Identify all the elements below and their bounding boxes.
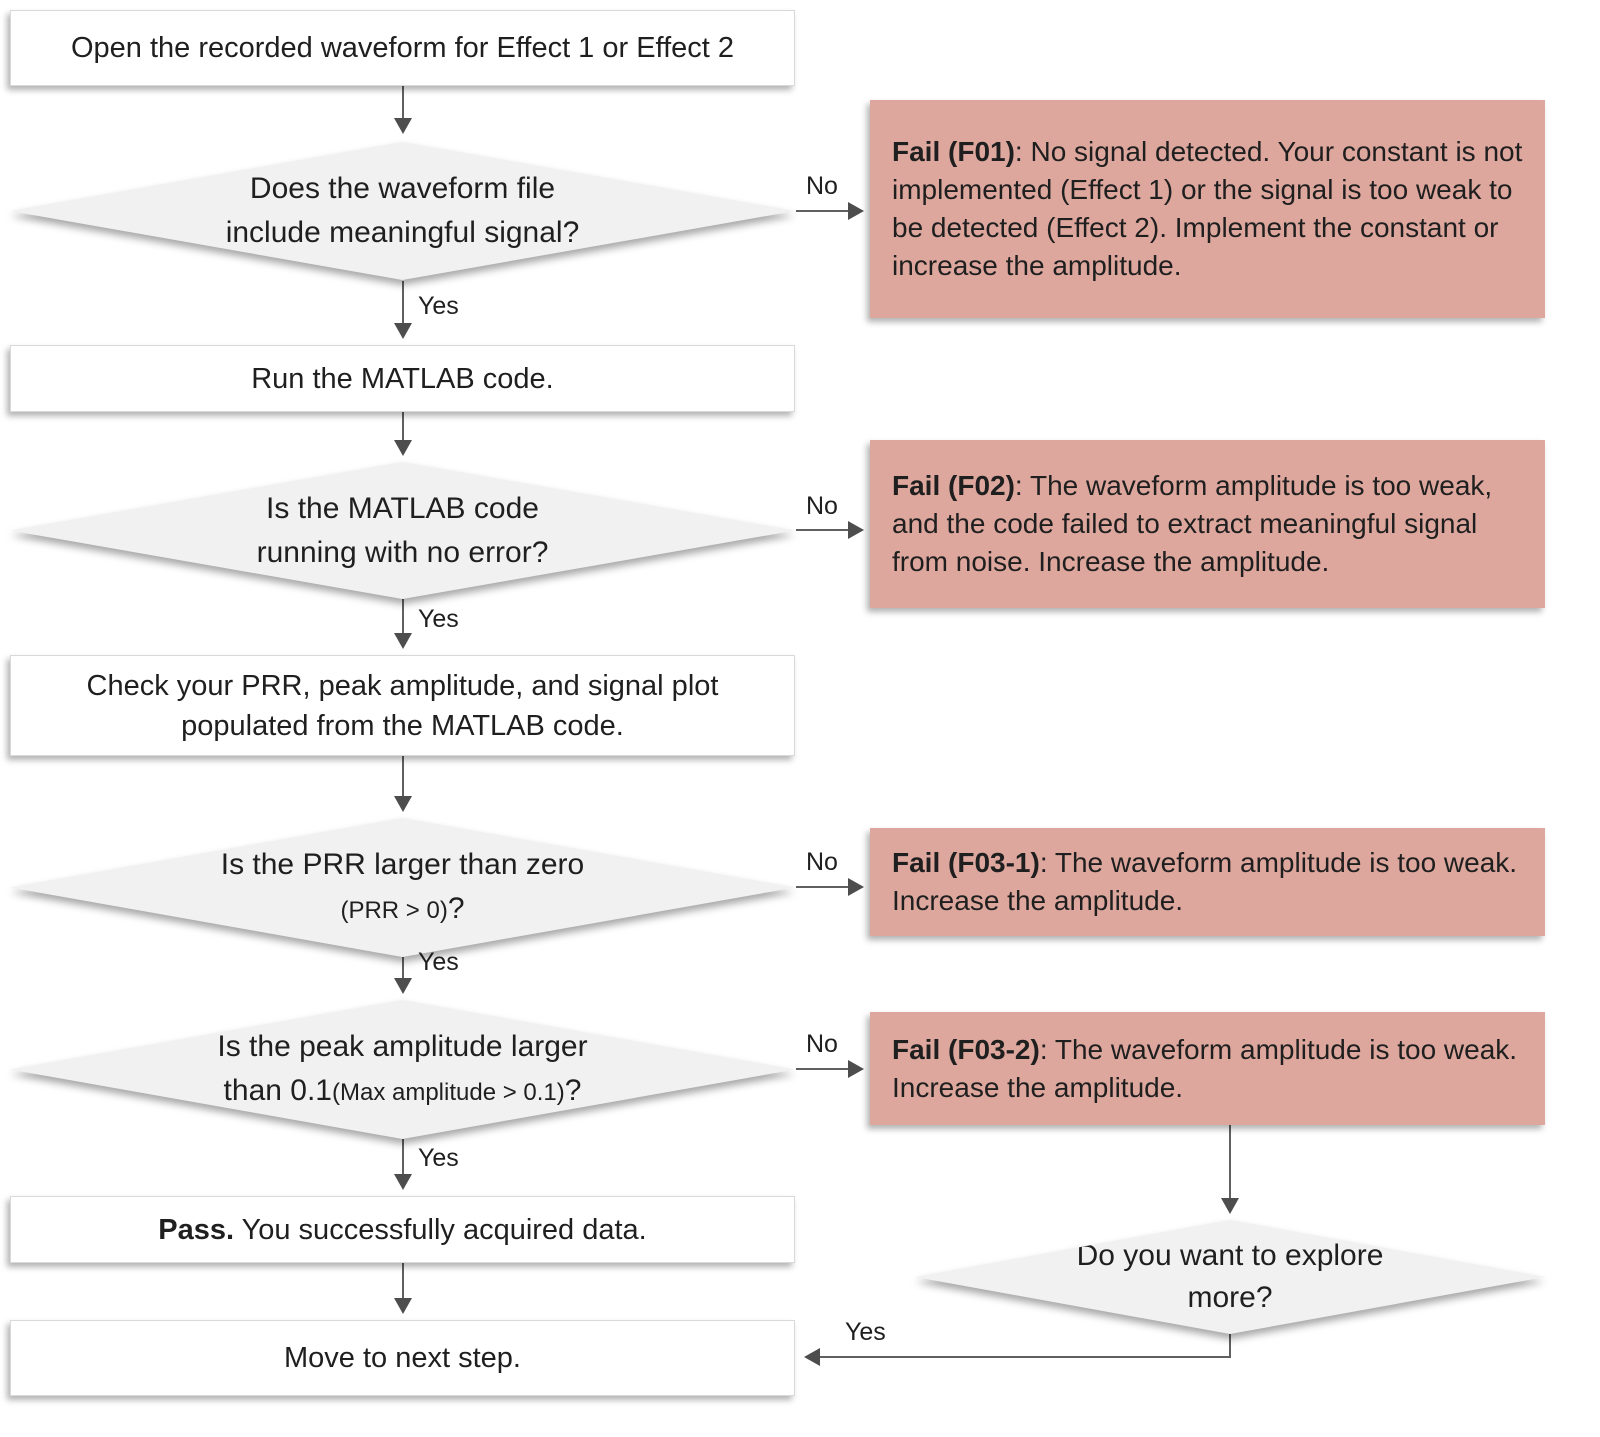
edge-label-yes-signal: Yes bbox=[418, 292, 459, 320]
node-pass: Pass. You successfully acquired data. bbox=[10, 1196, 795, 1263]
decision-prr-positive-qmark: ? bbox=[447, 891, 465, 925]
edge-label-no-peak: No bbox=[806, 1030, 838, 1058]
node-check-prr-line2: populated from the MATLAB code. bbox=[181, 709, 624, 742]
edge-label-yes-peak: Yes bbox=[418, 1144, 459, 1172]
node-fail-f02-bold: Fail (F02) bbox=[892, 470, 1015, 501]
node-fail-f03-1: Fail (F03-1): The waveform amplitude is … bbox=[870, 828, 1545, 936]
node-pass-text: Pass. You successfully acquired data. bbox=[158, 1210, 647, 1250]
decision-meaningful-signal-line2: include meaningful signal? bbox=[225, 216, 580, 249]
node-fail-f03-2: Fail (F03-2): The waveform amplitude is … bbox=[870, 1012, 1545, 1125]
edge-label-no-prr: No bbox=[806, 848, 838, 876]
decision-peak-amplitude: Is the peak amplitude larger than 0.1(Ma… bbox=[10, 1000, 795, 1139]
edge-label-yes-prr: Yes bbox=[418, 948, 459, 976]
node-fail-f03-1-text: Fail (F03-1): The waveform amplitude is … bbox=[892, 844, 1523, 920]
node-fail-f03-2-bold: Fail (F03-2) bbox=[892, 1033, 1040, 1065]
decision-explore-more-line2: more? bbox=[1187, 1281, 1273, 1314]
decision-meaningful-signal-line1: Does the waveform file bbox=[249, 172, 556, 205]
decision-explore-more-line1: Do you want to explore bbox=[1076, 1239, 1384, 1272]
node-move-next-text: Move to next step. bbox=[284, 1342, 521, 1374]
decision-matlab-no-error-line2: running with no error? bbox=[256, 535, 549, 569]
node-check-prr-line1: Check your PRR, peak amplitude, and sign… bbox=[86, 669, 719, 702]
edge-label-yes-explore: Yes bbox=[845, 1318, 886, 1346]
node-open-waveform: Open the recorded waveform for Effect 1 … bbox=[10, 10, 795, 86]
node-open-waveform-text: Open the recorded waveform for Effect 1 … bbox=[70, 32, 735, 64]
decision-prr-positive-line1: Is the PRR larger than zero bbox=[220, 847, 585, 881]
node-fail-f01-text: Fail (F01): No signal detected. Your con… bbox=[892, 133, 1523, 285]
node-check-prr: Check your PRR, peak amplitude, and sign… bbox=[10, 655, 795, 756]
node-fail-f01-bold: Fail (F01) bbox=[892, 136, 1015, 167]
node-fail-f02: Fail (F02): The waveform amplitude is to… bbox=[870, 440, 1545, 608]
decision-matlab-no-error-line1: Is the MATLAB code bbox=[266, 491, 539, 525]
node-pass-bold: Pass. bbox=[158, 1213, 235, 1246]
node-move-next: Move to next step. bbox=[10, 1320, 795, 1396]
decision-prr-positive-line2: (PRR > 0)? bbox=[340, 887, 464, 933]
node-fail-f02-rest: : The waveform amplitude is too weak, an… bbox=[892, 470, 1493, 577]
decision-meaningful-signal: Does the waveform file include meaningfu… bbox=[10, 142, 795, 280]
node-fail-f02-text: Fail (F02): The waveform amplitude is to… bbox=[892, 467, 1523, 581]
arrow-explore-yes-to-move bbox=[804, 1334, 1231, 1366]
edge-label-yes-matlab: Yes bbox=[418, 605, 459, 633]
node-fail-f03-1-rest: : The waveform amplitude is too weak. In… bbox=[892, 847, 1518, 916]
decision-prr-positive: Is the PRR larger than zero (PRR > 0)? bbox=[10, 818, 795, 957]
decision-peak-amplitude-line2: than 0.1(Max amplitude > 0.1)? bbox=[224, 1069, 582, 1115]
node-pass-rest: You successfully acquired data. bbox=[234, 1213, 647, 1246]
node-fail-f03-2-rest: : The waveform amplitude is too weak. In… bbox=[892, 1033, 1518, 1103]
node-fail-f01-rest: : No signal detected. Your constant is n… bbox=[892, 136, 1523, 281]
decision-explore-more: Do you want to explore more? bbox=[915, 1220, 1545, 1334]
node-fail-f03-1-bold: Fail (F03-1) bbox=[892, 847, 1040, 878]
node-fail-f01: Fail (F01): No signal detected. Your con… bbox=[870, 100, 1545, 318]
node-fail-f03-2-text: Fail (F03-2): The waveform amplitude is … bbox=[892, 1031, 1523, 1107]
node-run-matlab-text: Run the MATLAB code. bbox=[251, 362, 554, 395]
decision-prr-positive-condition: (PRR > 0) bbox=[340, 896, 448, 924]
decision-matlab-no-error: Is the MATLAB code running with no error… bbox=[10, 462, 795, 599]
node-run-matlab: Run the MATLAB code. bbox=[10, 345, 795, 412]
decision-peak-amplitude-qmark: ? bbox=[564, 1073, 582, 1107]
decision-peak-amplitude-prefix: than 0.1 bbox=[223, 1073, 332, 1107]
edge-label-no-matlab: No bbox=[806, 492, 838, 520]
decision-peak-amplitude-condition: (Max amplitude > 0.1) bbox=[331, 1078, 565, 1106]
edge-label-no-signal: No bbox=[806, 172, 838, 200]
decision-peak-amplitude-line1: Is the peak amplitude larger bbox=[217, 1029, 588, 1063]
